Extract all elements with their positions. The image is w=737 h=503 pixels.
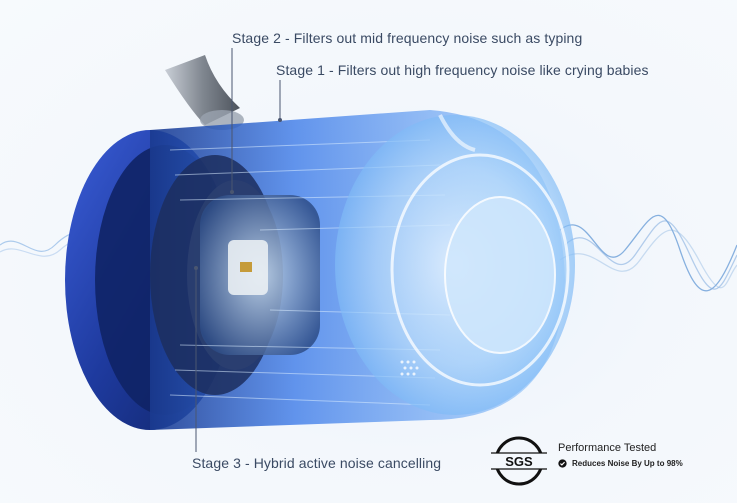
right-sound-wave [559,214,737,292]
check-circle-icon [558,459,567,468]
stage1-callout: Stage 1 - Filters out high frequency noi… [276,62,649,78]
badge-claim-row: Reduces Noise By Up to 98% [558,459,683,468]
badge-claim: Reduces Noise By Up to 98% [572,459,683,468]
stage2-callout: Stage 2 - Filters out mid frequency nois… [232,30,583,46]
sgs-logo-text: SGS [505,454,533,469]
callout-leaders [195,48,281,452]
stage3-callout: Stage 3 - Hybrid active noise cancelling [192,455,442,471]
sgs-certification-badge: SGS Performance Tested Reduces Noise By … [488,430,728,494]
badge-title: Performance Tested [558,442,657,454]
earbud-stem [165,55,240,125]
sgs-logo: SGS [491,436,547,486]
